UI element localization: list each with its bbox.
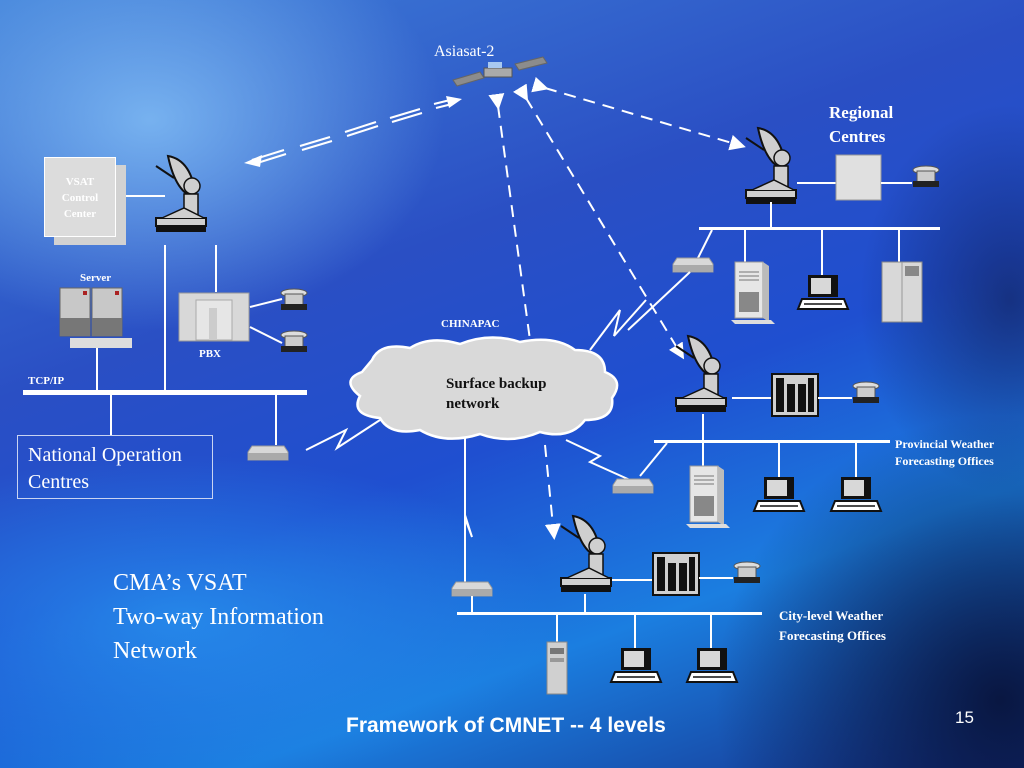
regional-centres-label: Regional Centres	[829, 103, 894, 146]
phone-icon	[852, 381, 880, 404]
router-icon	[612, 478, 654, 494]
tcpip-label: TCP/IP	[28, 375, 65, 387]
hub-satellite-link	[244, 96, 462, 167]
provincial-network	[612, 335, 890, 529]
regional-dish-icon	[745, 127, 797, 205]
pc-icon	[610, 647, 662, 683]
router-icon	[451, 581, 493, 597]
phone-icon	[280, 288, 308, 311]
chinapac-label: CHINAPAC	[441, 318, 500, 330]
regional-server-rack-icon	[835, 154, 882, 201]
footer-title: Framework of CMNET -- 4 levels	[346, 714, 666, 737]
city-network	[451, 515, 762, 695]
regional-network	[672, 127, 940, 325]
city-dish-icon	[560, 515, 612, 593]
pbx-icon	[178, 292, 250, 342]
satellite-label: Asiasat-2	[434, 43, 495, 60]
hub-dish-icon	[155, 155, 207, 233]
satellite-dashed-links	[488, 76, 746, 540]
phone-icon	[280, 330, 308, 353]
national-network	[23, 155, 381, 461]
pc-icon	[830, 476, 882, 512]
workstation-tower-icon	[730, 261, 776, 325]
provincial-dish-icon	[675, 335, 727, 413]
slide-caption: CMA’s VSAT Two-way Information Network	[113, 570, 324, 664]
rack-server-icon	[546, 641, 568, 695]
phone-icon	[733, 561, 761, 584]
provincial-offices-label: Provincial Weather Forecasting Offices	[895, 437, 995, 468]
workstation-tower-icon	[685, 465, 731, 529]
satellite-icon	[452, 56, 548, 87]
pc-icon	[686, 647, 738, 683]
city-switch-icon	[652, 552, 700, 596]
router-icon	[672, 257, 714, 273]
pc-icon	[753, 476, 805, 512]
national-operation-centres: National Operation Centres	[17, 435, 213, 499]
pc-icon	[797, 274, 849, 310]
phone-icon	[912, 165, 940, 188]
surface-backup-cloud	[349, 336, 619, 441]
server-label: Server	[80, 272, 112, 284]
server-icon	[59, 287, 132, 348]
city-offices-label: City-level Weather Forecasting Offices	[779, 608, 886, 643]
pbx-label: PBX	[199, 348, 221, 360]
router-icon	[247, 445, 289, 461]
vsat-control-center: VSAT Control Center	[44, 157, 116, 237]
provincial-switch-icon	[771, 373, 819, 417]
surface-backup-label: Surface backup network	[446, 376, 547, 412]
page-number: 15	[955, 708, 974, 727]
national-operation-centres-label: National Operation Centres	[28, 444, 182, 493]
vsat-control-center-label: VSAT Control Center	[61, 176, 99, 220]
